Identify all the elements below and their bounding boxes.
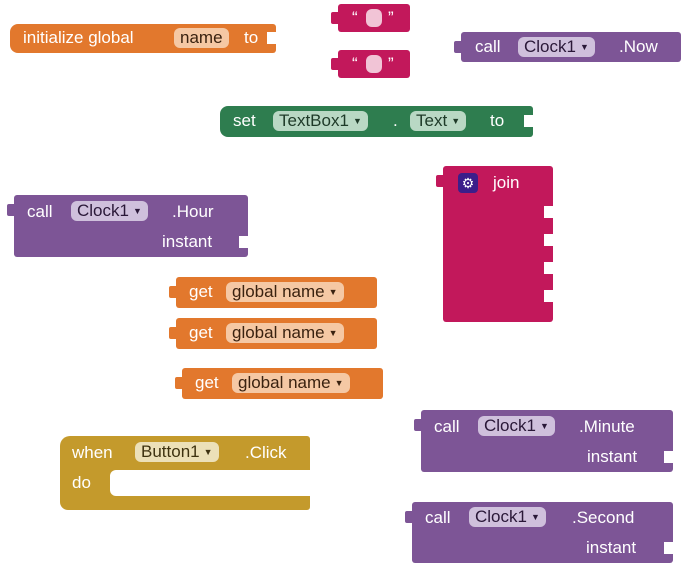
chevron-down-icon: ▼ [328,328,338,338]
text-output-plug [331,58,339,70]
method-label: .Minute [579,417,635,436]
set-textbox-text-block[interactable]: set TextBox1▼ . Text▼ to [220,106,533,137]
join-input-socket[interactable] [544,234,553,246]
join-input-socket[interactable] [544,262,553,274]
instant-param-label: instant [162,232,213,251]
variable-dropdown[interactable]: global name▼ [226,282,344,302]
chevron-down-icon: ▼ [334,378,344,388]
instant-socket[interactable] [664,542,673,554]
get-global-block[interactable]: get global name▼ [169,277,377,308]
text-close-quote: ” [388,8,394,27]
instant-param-label: instant [586,538,637,557]
set-label: set [233,111,256,130]
join-label: join [493,173,520,192]
join-input-socket[interactable] [544,290,553,302]
now-output-plug [454,41,462,53]
gear-icon[interactable]: ⚙ [458,173,478,193]
get-label: get [195,373,219,392]
method-label: .Now [619,37,658,56]
chevron-down-icon: ▼ [203,447,213,457]
when-label: when [72,443,113,462]
text-block[interactable]: “ ” [331,50,410,78]
join-input-socket[interactable] [544,206,553,218]
when-button-click-block[interactable]: when Button1▼ .Click do [60,436,310,510]
text-value-field[interactable] [366,55,382,73]
join-output-plug [436,175,444,187]
call-clock-now-block[interactable]: call Clock1▼ .Now [454,32,681,62]
chevron-down-icon: ▼ [451,116,461,126]
property-dropdown[interactable]: Text▼ [410,111,467,131]
chevron-down-icon: ▼ [579,42,589,52]
chevron-down-icon: ▼ [328,287,338,297]
minute-output-plug [414,419,422,431]
variable-dropdown[interactable]: global name▼ [232,373,350,393]
hour-output-plug [7,204,15,216]
global-name-field[interactable]: name [174,28,229,48]
get-output-plug [169,286,177,298]
get-global-block[interactable]: get global name▼ [169,318,377,349]
button-component-dropdown[interactable]: Button1▼ [135,442,219,462]
text-open-quote: “ [352,54,358,73]
text-block[interactable]: “ ” [331,4,410,32]
get-output-plug [175,377,183,389]
call-label: call [434,417,460,436]
method-label: .Hour [172,202,214,221]
chevron-down-icon: ▼ [352,116,362,126]
text-value-field[interactable] [366,9,382,27]
chevron-down-icon: ▼ [539,421,549,431]
call-clock-minute-block[interactable]: call Clock1▼ .Minute instant [414,410,673,472]
clock-component-dropdown[interactable]: Clock1▼ [71,201,148,221]
call-label: call [425,508,451,527]
call-clock-second-block[interactable]: call Clock1▼ .Second instant [405,502,673,563]
init-to-label: to [244,28,259,47]
text-close-quote: ” [388,54,394,73]
textbox-component-dropdown[interactable]: TextBox1▼ [273,111,368,131]
initialize-global-block[interactable]: initialize global name to [10,24,276,53]
do-label: do [72,473,91,492]
clock-component-dropdown[interactable]: Clock1▼ [518,37,595,57]
clock-component-dropdown[interactable]: Clock1▼ [478,416,555,436]
get-label: get [189,323,213,342]
variable-dropdown[interactable]: global name▼ [226,323,344,343]
set-to-label: to [490,111,505,130]
join-block[interactable]: ⚙ join [436,166,553,322]
second-output-plug [405,511,413,523]
set-value-socket[interactable] [524,115,533,127]
do-statement-slot[interactable] [110,470,310,496]
text-output-plug [331,12,339,24]
instant-param-label: instant [587,447,638,466]
instant-socket[interactable] [664,451,673,463]
call-label: call [475,37,501,56]
chevron-down-icon: ▼ [530,512,540,522]
call-clock-hour-block[interactable]: call Clock1▼ .Hour instant [7,195,248,257]
instant-socket[interactable] [239,236,248,248]
get-output-plug [169,327,177,339]
set-dot-label: . [393,111,398,130]
clock-component-dropdown[interactable]: Clock1▼ [469,507,546,527]
method-label: .Second [572,508,635,527]
event-label: .Click [245,443,287,462]
get-global-block[interactable]: get global name▼ [175,368,383,399]
initialize-global-label: initialize global [23,28,134,47]
get-label: get [189,282,213,301]
init-value-socket[interactable] [267,32,276,44]
text-open-quote: “ [352,8,358,27]
call-label: call [27,202,53,221]
chevron-down-icon: ▼ [132,206,142,216]
